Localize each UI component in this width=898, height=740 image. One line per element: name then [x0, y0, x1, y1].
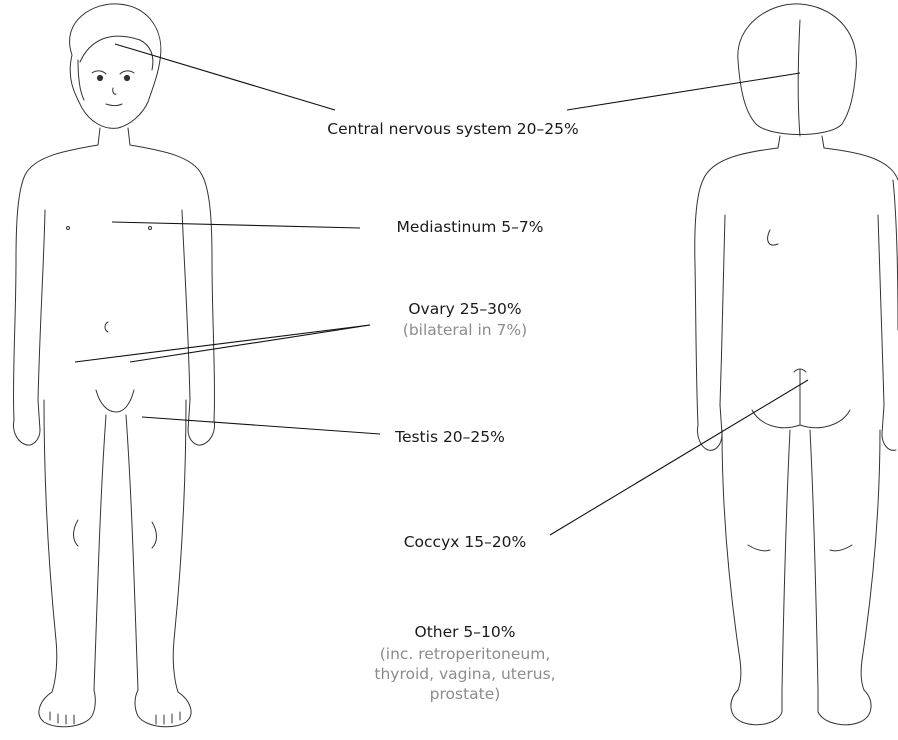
- label-coccyx: Coccyx 15–20%: [380, 532, 550, 552]
- back-child-figure: [695, 4, 898, 725]
- label-other-note-2: thyroid, vagina, uterus,: [345, 664, 585, 684]
- label-ovary: Ovary 25–30%: [360, 299, 570, 319]
- leader-ovary-right: [75, 325, 370, 362]
- label-other-note-1: (inc. retroperitoneum,: [345, 644, 585, 664]
- label-ovary-note: (bilateral in 7%): [360, 320, 570, 340]
- label-cns: Central nervous system 20–25%: [298, 119, 608, 139]
- label-other-note-3: prostate): [345, 684, 585, 704]
- leader-cns-front: [115, 44, 335, 110]
- leader-cns-back: [567, 73, 800, 110]
- label-testis: Testis 20–25%: [380, 427, 520, 447]
- leader-testis: [142, 417, 380, 434]
- front-child-figure: [13, 4, 214, 727]
- label-other: Other 5–10%: [355, 622, 575, 642]
- label-mediastinum: Mediastinum 5–7%: [370, 217, 570, 237]
- leader-coccyx: [550, 380, 808, 535]
- leader-ovary-left: [130, 325, 370, 362]
